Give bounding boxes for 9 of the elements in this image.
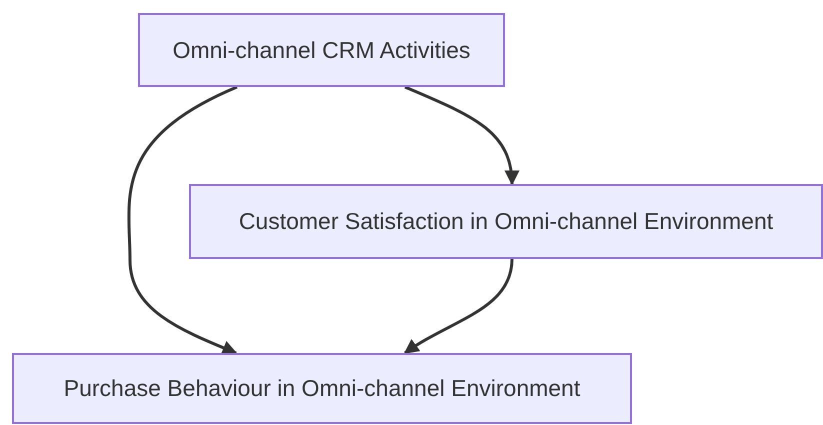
- process-box: [12, 353, 632, 424]
- process-box: [138, 13, 505, 87]
- box-label: Purchase Behaviour in Omni-channel Environment: [64, 375, 580, 402]
- arrow: [127, 86, 238, 355]
- arrow: [404, 86, 519, 186]
- process-box: [189, 184, 823, 259]
- box-label: Omni-channel CRM Activities: [172, 36, 470, 64]
- arrow: [404, 258, 514, 354]
- box-label: Customer Satisfaction in Omni-channel Environment: [238, 208, 774, 235]
